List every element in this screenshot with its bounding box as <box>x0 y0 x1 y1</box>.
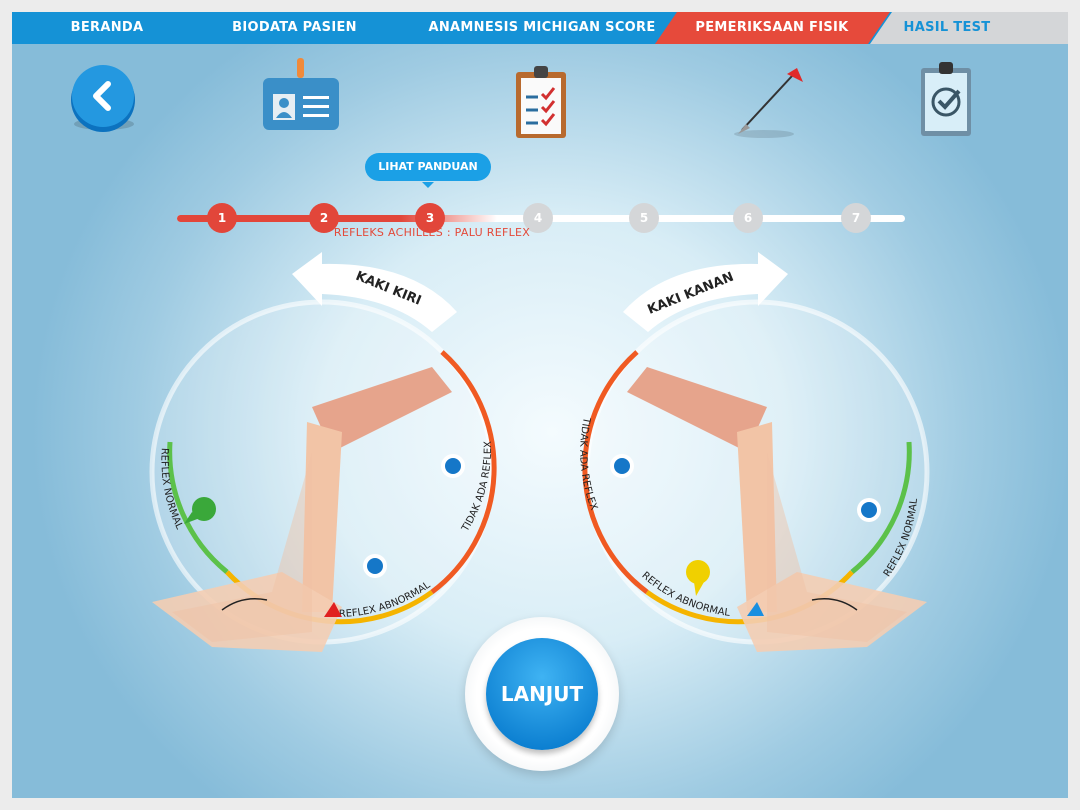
left-gauge <box>149 299 497 652</box>
step-5[interactable]: 5 <box>629 203 659 233</box>
checklist-clipboard-icon[interactable] <box>512 62 572 142</box>
right-hammer-tip-marker <box>747 602 764 616</box>
id-card-icon[interactable] <box>260 56 342 136</box>
step-4[interactable]: 4 <box>523 203 553 233</box>
right-selected-abnormal-marker <box>686 560 710 596</box>
right-option-normal-radio <box>857 498 881 522</box>
result-clipboard-icon[interactable] <box>917 58 977 142</box>
nav-beranda[interactable]: BERANDA <box>70 20 144 35</box>
nav-last-bg <box>870 12 1068 44</box>
step-7[interactable]: 7 <box>841 203 871 233</box>
left-arrow-banner <box>292 252 457 332</box>
nav-biodata-pasien[interactable]: BIODATA PASIEN <box>232 20 357 35</box>
left-selected-normal-marker <box>184 497 216 524</box>
step-label: REFLEKS ACHILLES : PALU REFLEX <box>333 226 531 239</box>
left-option-none-radio <box>441 454 465 478</box>
guide-button[interactable]: LIHAT PANDUAN <box>365 153 491 188</box>
nav-hasil-test[interactable]: HASIL TEST <box>903 20 991 35</box>
back-icon[interactable] <box>70 64 140 136</box>
step-3[interactable]: 3 <box>415 203 445 233</box>
left-option-abnormal-radio <box>363 554 387 578</box>
nav-active-bg <box>655 12 890 44</box>
left-hammer-tip-marker <box>324 602 342 617</box>
reflex-gauges: KAKI KIRI KAKI KANAN REFLEX NORMAL REFLE… <box>149 252 930 652</box>
step-1[interactable]: 1 <box>207 203 237 233</box>
nav-anamnesis[interactable]: ANAMNESIS MICHIGAN SCORE <box>428 20 656 35</box>
right-arrow-banner <box>623 252 788 332</box>
step-progress: 1 2 3 4 5 6 7 <box>177 198 907 238</box>
reflex-hammer-icon[interactable] <box>724 64 814 142</box>
nav-pemeriksaan-fisik[interactable]: PEMERIKSAAN FISIK <box>695 20 849 35</box>
step-6[interactable]: 6 <box>733 203 763 233</box>
step-2[interactable]: 2 <box>309 203 339 233</box>
app: BERANDA BIODATA PASIEN ANAMNESIS MICHIGA… <box>12 12 1068 798</box>
right-gauge <box>582 299 930 652</box>
next-button[interactable]: LANJUT <box>486 638 598 750</box>
top-nav: BERANDA BIODATA PASIEN ANAMNESIS MICHIGA… <box>12 12 1068 44</box>
right-option-none-radio <box>610 454 634 478</box>
